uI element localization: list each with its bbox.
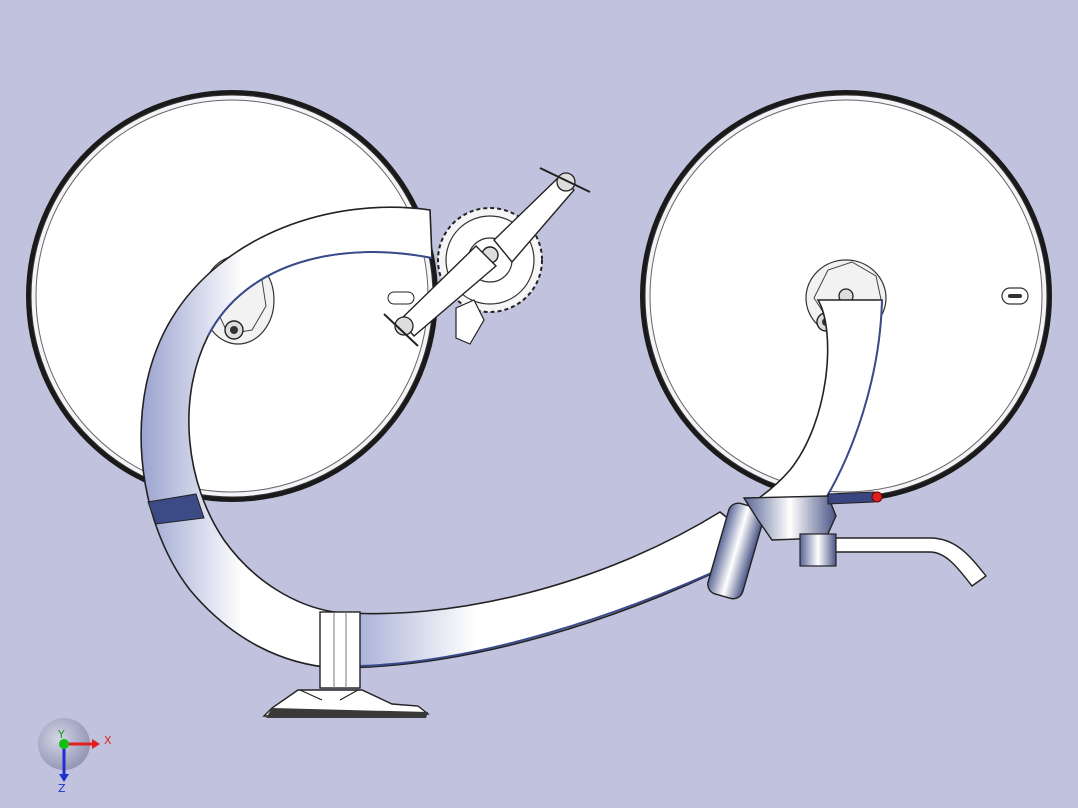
coordinate-triad: X Y Z	[38, 718, 112, 795]
steering-block[interactable]	[742, 491, 883, 541]
saddle[interactable]	[262, 689, 430, 718]
x-axis-label: X	[104, 734, 112, 747]
front-fork-arm[interactable]	[753, 299, 883, 501]
rear-derailleur[interactable]	[387, 291, 485, 345]
rear-disc-wheel[interactable]	[26, 90, 438, 502]
valve-slot-icon	[1001, 287, 1029, 305]
crank-arm-upper[interactable]	[493, 167, 591, 264]
handlebar[interactable]	[799, 533, 988, 587]
y-axis-label: Y	[57, 728, 65, 741]
seat-post-block[interactable]	[319, 611, 361, 689]
spiral-frame[interactable]	[140, 206, 741, 669]
crank-arm-lower[interactable]	[383, 245, 498, 347]
z-axis-label: Z	[58, 782, 66, 795]
y-axis-dot	[59, 739, 69, 749]
